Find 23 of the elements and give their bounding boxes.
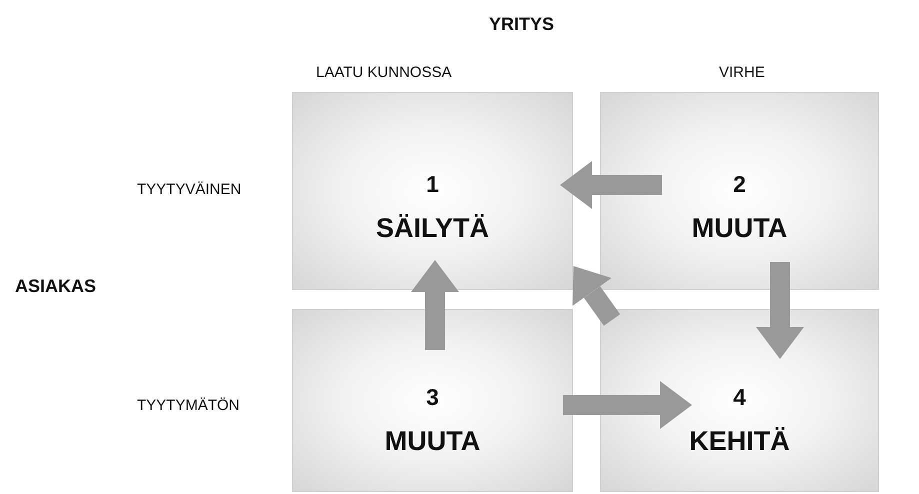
block-arrow	[560, 161, 662, 209]
quadrant-panel	[292, 309, 573, 492]
quadrant-number: 3	[425, 384, 440, 411]
column-header: LAATU KUNNOSSA	[316, 64, 452, 81]
block-arrow	[411, 260, 459, 350]
column-header: VIRHE	[719, 64, 765, 81]
quadrant-title: KEHITÄ	[688, 426, 791, 457]
row-header: TYYTYMÄTÖN	[137, 397, 240, 414]
quadrant-title: MUUTA	[690, 213, 788, 244]
quadrant-panel	[600, 309, 879, 492]
quadrant-number: 4	[732, 384, 747, 411]
block-arrow	[563, 381, 692, 429]
quadrant-panel	[600, 92, 879, 290]
quadrant-number: 2	[732, 171, 747, 198]
block-arrow	[756, 262, 804, 359]
row-header: TYYTYVÄINEN	[137, 181, 242, 198]
quadrant-title: MUUTA	[384, 426, 482, 457]
quadrant-number: 1	[425, 171, 440, 198]
quadrant-panel	[292, 92, 573, 290]
block-arrow	[572, 266, 620, 326]
quadrant-title: SÄILYTÄ	[374, 213, 490, 244]
axis-title: YRITYS	[489, 14, 554, 35]
axis-title: ASIAKAS	[15, 276, 96, 297]
